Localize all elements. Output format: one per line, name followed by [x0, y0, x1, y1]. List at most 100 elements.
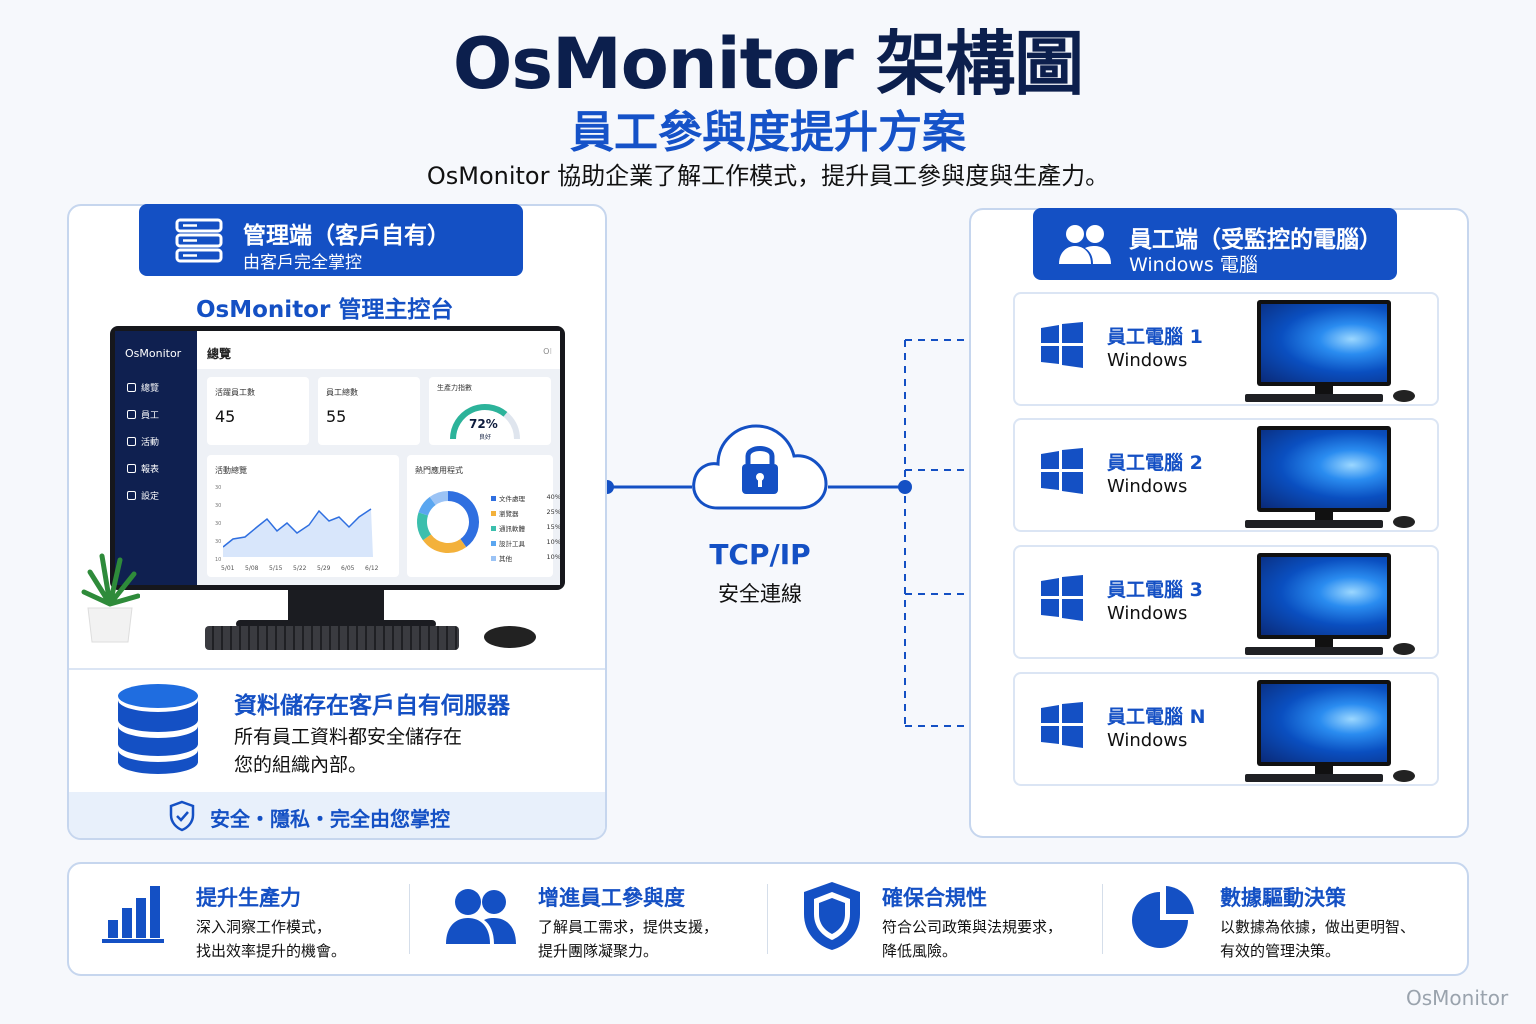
page-tagline: OsMonitor 協助企業了解工作模式，提升員工參與度與生產力。	[426, 162, 1110, 190]
dashboard-menu-icon[interactable]: O⁝	[543, 347, 552, 356]
activity-icon	[127, 437, 136, 446]
pc-monitor	[1257, 553, 1391, 639]
page-title: OsMonitor 架構圖	[452, 23, 1084, 105]
admin-footer-text: 安全・隱私・完全由您掌控	[210, 807, 450, 831]
benefit-divider	[409, 884, 410, 954]
pc-os: Windows	[1107, 603, 1188, 624]
productivity-value: 72%	[469, 417, 498, 431]
pc-mouse	[1393, 516, 1415, 528]
user-icon	[127, 410, 136, 419]
pc-os: Windows	[1107, 350, 1188, 371]
apps-title: 熱門應用程式	[415, 466, 463, 475]
report-icon	[127, 464, 136, 473]
card-active-employees: 活躍員工數 45	[207, 377, 309, 445]
activity-title: 活動總覽	[215, 466, 247, 475]
windows-logo-icon	[1041, 448, 1083, 494]
pc-monitor-stand	[1315, 386, 1333, 394]
dashboard-sidebar: OsMonitor 總覽 員工 活動 報表 設定	[115, 331, 197, 585]
server-icon	[175, 218, 223, 263]
storage-line-2: 您的組織內部。	[234, 754, 368, 776]
admin-header: 管理端（客戶自有） 由客戶完全掌控	[139, 204, 523, 276]
pc-name: 員工電腦 2	[1107, 452, 1203, 474]
shield-icon	[804, 882, 860, 950]
page-subtitle: 員工參與度提升方案	[570, 107, 966, 158]
windows-logo-icon	[1041, 322, 1083, 368]
benefit-productivity: 提升生產力 深入洞察工作模式， 找出效率提升的機會。	[100, 862, 400, 976]
pc-os: Windows	[1107, 476, 1188, 497]
nav-item-reports[interactable]: 報表	[127, 462, 159, 475]
employee-subtitle: Windows 電腦	[1129, 254, 1258, 276]
benefit-compliance: 確保合規性 符合公司政策與法規要求， 降低風險。	[800, 862, 1090, 976]
donut-slice	[429, 491, 449, 506]
benefit-divider	[1102, 884, 1103, 954]
card-activity-overview: 活動總覽 30 30 30 30 10 5/01 5/08 5/15 5/22 …	[207, 455, 399, 577]
watermark: OsMonitor	[1406, 986, 1509, 1010]
pc-name: 員工電腦 1	[1107, 326, 1203, 348]
benefit-desc-1: 符合公司政策與法規要求，	[882, 918, 1063, 936]
productivity-label: 生產力指數	[437, 384, 472, 392]
employee-header: 員工端（受監控的電腦） Windows 電腦	[1033, 208, 1397, 280]
activity-line-chart	[223, 508, 373, 557]
admin-title: 管理端（客戶自有）	[243, 223, 450, 249]
benefit-desc-2: 有效的管理決策。	[1220, 942, 1341, 960]
nav-item-overview[interactable]: 總覽	[127, 381, 159, 394]
active-value: 45	[215, 407, 236, 426]
monitor-stand	[288, 590, 384, 624]
windows-logo-icon	[1041, 702, 1083, 748]
benefit-desc-1: 深入洞察工作模式，	[196, 918, 332, 936]
bar-chart-icon	[102, 886, 164, 943]
donut-slice	[418, 496, 436, 516]
console-title: OsMonitor 管理主控台	[196, 297, 454, 323]
benefit-divider	[767, 884, 768, 954]
employee-title: 員工端（受監控的電腦）	[1129, 227, 1382, 253]
donut-slice	[417, 512, 432, 541]
pc-monitor	[1257, 426, 1391, 512]
shield-check-icon	[169, 800, 195, 832]
nav-item-employees[interactable]: 員工	[127, 408, 159, 421]
benefit-desc-1: 以數據為依據，做出更明智、	[1220, 918, 1416, 936]
benefit-title: 增進員工參與度	[538, 886, 685, 910]
gauge-fill	[450, 404, 508, 440]
active-label: 活躍員工數	[215, 388, 255, 397]
productivity-gauge	[450, 404, 520, 440]
benefit-title: 確保合規性	[882, 886, 987, 910]
windows-logo-icon	[1041, 575, 1083, 621]
pc-keyboard	[1245, 647, 1383, 655]
dashboard-screen: OsMonitor 總覽 員工 活動 報表 設定 總覽 O⁝ 活躍員工數 45 …	[115, 331, 560, 585]
dashboard-title: 總覽	[207, 347, 232, 361]
total-label: 員工總數	[326, 388, 358, 397]
storage-title: 資料儲存在客戶自有伺服器	[234, 693, 510, 719]
benefit-title: 提升生產力	[196, 886, 301, 910]
donut-slice	[447, 491, 479, 548]
benefit-desc-2: 降低風險。	[882, 942, 958, 960]
benefits-bar	[67, 862, 1469, 976]
cloud-lock-icon	[692, 424, 828, 510]
nav-item-settings[interactable]: 設定	[127, 489, 159, 502]
storage-line-1: 所有員工資料都安全儲存在	[234, 726, 463, 748]
donut-slice	[422, 534, 467, 553]
pc-monitor-stand	[1315, 639, 1333, 647]
admin-subtitle: 由客戶完全掌控	[243, 253, 362, 273]
nav-item-activity[interactable]: 活動	[127, 435, 159, 448]
users-icon	[446, 889, 516, 944]
benefit-data-driven: 數據驅動決策 以數據為依據，做出更明智、 有效的管理決策。	[1130, 862, 1450, 976]
pc-keyboard	[1245, 774, 1383, 782]
users-icon	[1059, 225, 1111, 264]
dashboard-brand: OsMonitor	[125, 347, 182, 360]
pie-chart-icon	[1132, 886, 1194, 948]
pc-mouse	[1393, 390, 1415, 402]
admin-footer	[69, 792, 605, 838]
benefit-engagement: 增進員工參與度 了解員工需求，提供支援， 提升團隊凝聚力。	[444, 862, 754, 976]
card-productivity: 生產力指數 72% 良好	[429, 377, 551, 445]
pc-monitor-stand	[1315, 512, 1333, 520]
benefit-desc-2: 提升團隊凝聚力。	[538, 942, 659, 960]
pc-keyboard	[1245, 394, 1383, 402]
mouse	[484, 626, 536, 648]
pc-monitor-stand	[1315, 766, 1333, 774]
